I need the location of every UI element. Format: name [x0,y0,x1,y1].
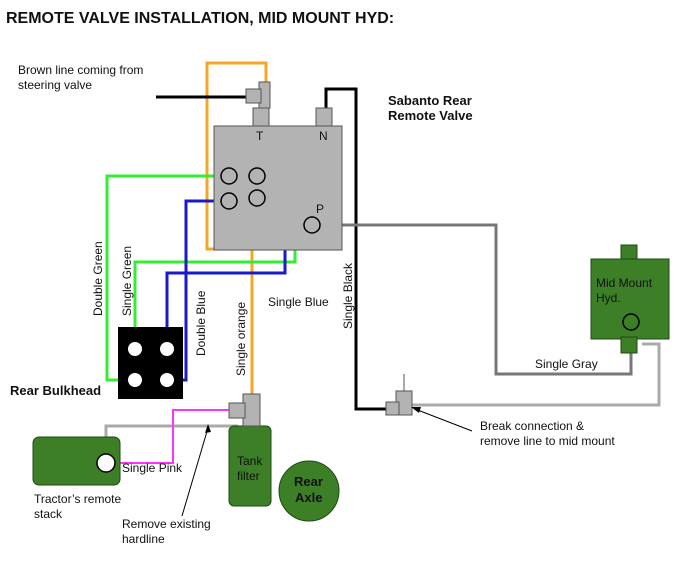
valve-port-p [303,216,321,234]
rear-axle [278,460,340,522]
valve-port-top-right [248,167,266,185]
axle-label-line2: Axle [295,490,322,505]
rear-bulkhead-label: Rear Bulkhead [10,383,101,398]
black-hose [324,87,391,411]
t-port-fitting-base [252,107,270,127]
t-port-fitting-elbow [245,88,262,104]
valve-name-line2: Remote Valve [388,108,473,123]
n-port-fitting [315,107,333,127]
tank-fitting-elbow [228,402,246,419]
double-blue-label: Double Blue [194,290,208,356]
remote-stack-port [96,453,116,473]
tractor-remote-stack [32,436,121,486]
single-gray-label: Single Gray [535,357,598,371]
port-t-label: T [256,129,264,143]
single-blue-label: Single Blue [268,295,329,309]
bulkhead-port-3 [128,373,142,387]
light-gray-hose [411,342,661,407]
brown-line-note-line1: Brown line coming from [18,63,143,77]
break-fitting-elbow [385,401,400,416]
mid-mount-label-line2: Hyd. [596,291,621,305]
remove-hardline-note-line2: hardline [122,532,165,546]
remote-valve-body [213,125,343,251]
bulkhead-port-4 [160,373,174,387]
mid-mount-label-line1: Mid Mount [596,276,653,290]
break-connection-note-line2: remove line to mid mount [480,434,615,448]
valve-port-top-left [220,167,238,185]
single-pink-label: Single Pink [122,461,183,475]
break-connection-arrowhead [411,407,421,413]
valve-name-line1: Sabanto Rear [388,93,472,108]
valve-port-bottom-left [220,192,238,210]
remove-hardline-note-line1: Remove existing [122,517,211,531]
port-p-label: P [316,202,324,216]
port-n-label: N [319,129,328,143]
remote-stack-note-line2: stack [34,507,63,521]
mid-mount-port [622,313,640,331]
bulkhead-port-2 [160,342,174,356]
break-connection-pointer [414,408,473,432]
double-green-label: Double Green [91,241,105,316]
remove-hardline-pointer [181,427,209,517]
diagram-title: REMOTE VALVE INSTALLATION, MID MOUNT HYD… [6,10,394,27]
tank-label-line2: filter [237,469,260,483]
single-orange-label: Single orange [234,302,248,376]
remove-hardline-arrowhead [205,424,211,433]
brown-line-note-line2: steering valve [18,78,92,92]
remote-stack-note-line1: Tractor’s remote [34,492,121,506]
rear-bulkhead [118,327,183,399]
pink-hose [115,409,232,464]
bulkhead-port-1 [128,342,142,356]
gray-hose [321,223,633,376]
axle-label-line1: Rear [294,474,323,489]
single-black-label: Single Black [341,262,355,329]
break-connection-note-line1: Break connection & [480,419,584,433]
mid-mount-bottom-cap [620,336,638,354]
single-green-label: Single Green [120,246,134,316]
valve-port-bottom-right [248,189,266,207]
tank-label-line1: Tank [237,454,263,468]
tank-fitting-base [242,393,261,427]
